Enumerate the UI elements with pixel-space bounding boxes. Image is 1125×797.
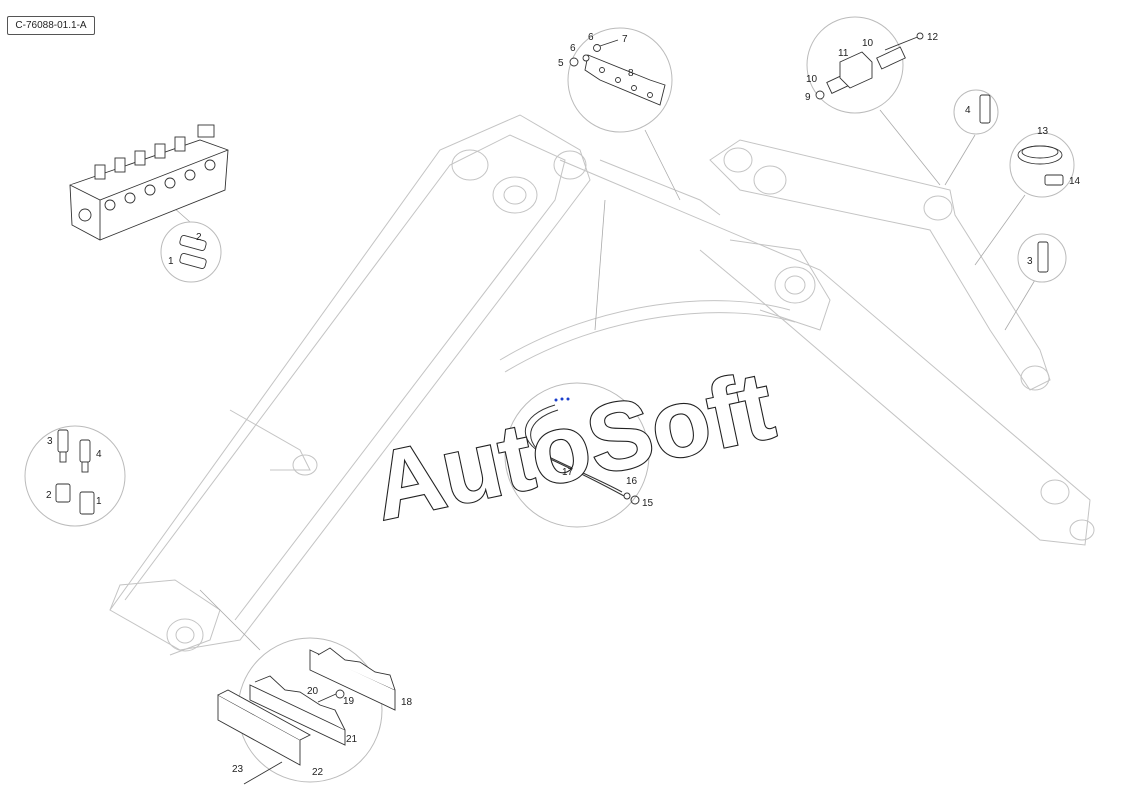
callout-number: 11 bbox=[838, 48, 849, 59]
callout-number: 16 bbox=[626, 476, 638, 487]
callout-number: 10 bbox=[862, 38, 874, 49]
control-valve-bank bbox=[69, 124, 229, 241]
callout-number: 1 bbox=[96, 496, 102, 507]
callout-number: 14 bbox=[1069, 176, 1081, 187]
callout-number: 6 bbox=[588, 32, 594, 43]
callout-number: 12 bbox=[927, 32, 939, 43]
callout-number: 21 bbox=[346, 734, 358, 745]
leader-lines bbox=[164, 109, 1036, 651]
hose-bracket-part bbox=[569, 39, 666, 106]
valve-fittings bbox=[179, 235, 207, 269]
callout-number: 23 bbox=[232, 764, 244, 775]
callout-number: 3 bbox=[47, 436, 53, 447]
callout-number: 19 bbox=[343, 696, 355, 707]
cover-plates-part bbox=[217, 647, 396, 785]
callout-number: 10 bbox=[806, 74, 818, 85]
callout-number: 15 bbox=[642, 498, 654, 509]
drawing-reference-label: C-76088-01.1-A bbox=[7, 16, 95, 35]
hose-origin-marker bbox=[554, 397, 570, 402]
callout-number: 1 bbox=[168, 256, 174, 267]
callout-number: 7 bbox=[622, 34, 628, 45]
callout-number: 4 bbox=[965, 105, 971, 116]
callout-number: 8 bbox=[628, 68, 634, 79]
callout-number: 9 bbox=[805, 92, 811, 103]
callout-labels: 5 6 6 7 8 9 10 10 11 12 4 13 14 3 2 1 3 … bbox=[46, 32, 1081, 778]
callout-number: 4 bbox=[96, 449, 102, 460]
callout-number: 2 bbox=[46, 490, 52, 501]
clamp-assembly-part bbox=[815, 32, 924, 100]
callout-number: 5 bbox=[558, 58, 564, 69]
boom-assembly bbox=[109, 114, 1095, 656]
callout-number: 20 bbox=[307, 686, 319, 697]
callout-number: 18 bbox=[401, 697, 413, 708]
callout-number: 6 bbox=[570, 43, 576, 54]
right-side-parts bbox=[979, 94, 1064, 273]
callout-number: 13 bbox=[1037, 126, 1049, 137]
callout-number: 22 bbox=[312, 767, 324, 778]
callout-number: 2 bbox=[196, 232, 202, 243]
callout-number: 17 bbox=[562, 467, 574, 478]
left-fittings-part bbox=[55, 429, 95, 515]
callout-number: 3 bbox=[1027, 256, 1033, 267]
hose-part bbox=[524, 404, 640, 505]
